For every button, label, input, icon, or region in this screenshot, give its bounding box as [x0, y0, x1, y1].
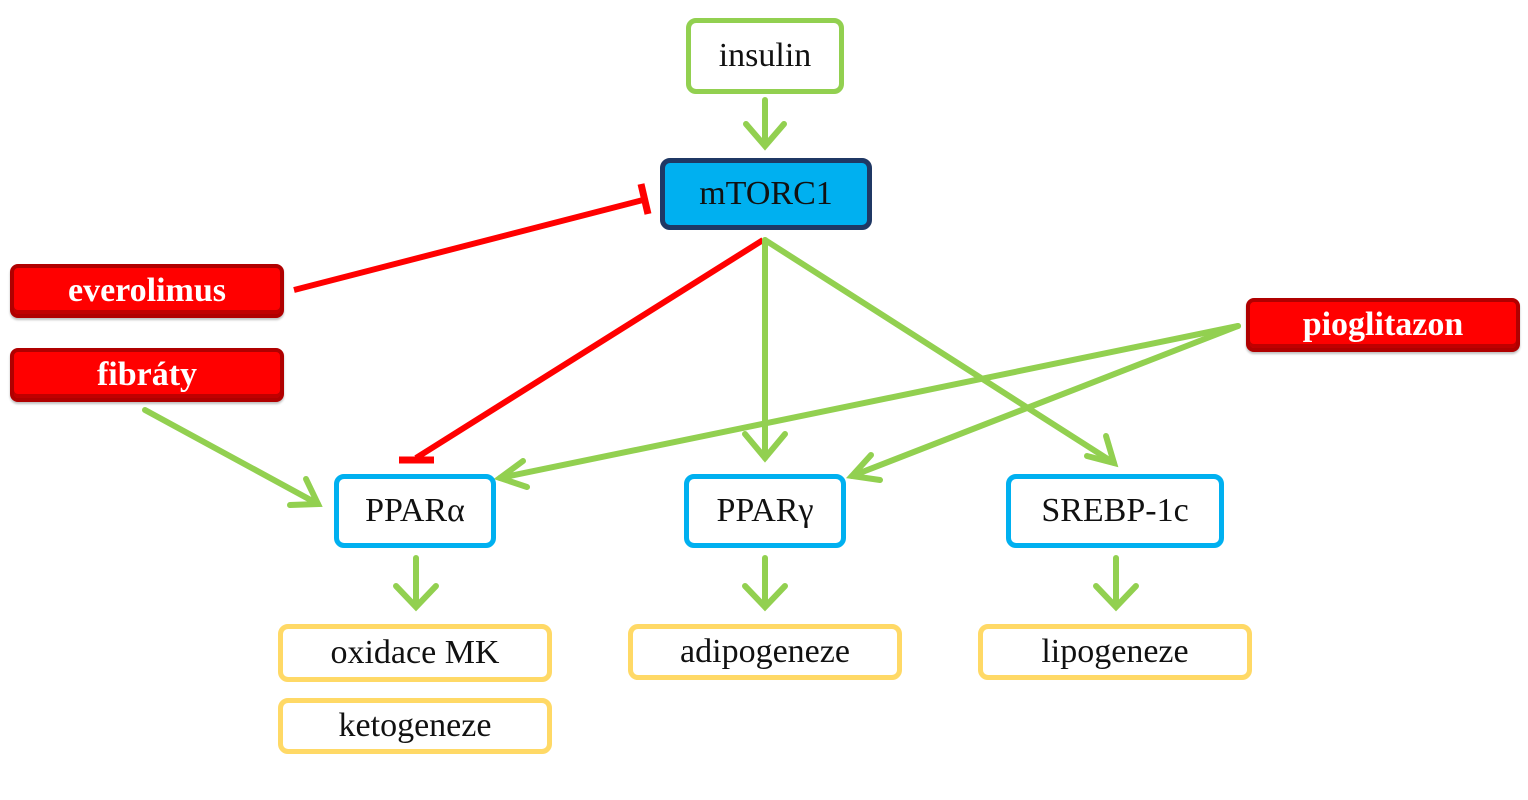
edge-mtorc1-ppar-alpha: [399, 237, 765, 464]
edge-insulin-mtorc1: [743, 97, 787, 151]
edge-ppar-gamma-adipogeneze: [742, 555, 788, 612]
edge-srebp1c-lipogeneze: [1093, 555, 1139, 612]
node-pioglitazon: pioglitazon: [1246, 298, 1520, 352]
node-fibraty: fibráty: [10, 348, 284, 402]
node-adipogeneze: adipogeneze: [628, 624, 902, 680]
edge-mtorc1-srebp1c: [762, 237, 1119, 468]
node-srebp1c: SREBP-1c: [1006, 474, 1224, 548]
node-oxidace-mk: oxidace MK: [278, 624, 552, 682]
node-insulin: insulin: [686, 18, 844, 94]
node-ppar-alpha: PPARα: [334, 474, 496, 548]
edge-pioglitazon-ppar-gamma: [845, 323, 1241, 483]
edge-everolimus-mtorc1: [293, 183, 652, 293]
edge-fibraty-ppar-alpha: [142, 407, 323, 508]
node-everolimus: everolimus: [10, 264, 284, 318]
edge-ppar-alpha-oxidace: [393, 555, 439, 612]
edge-pioglitazon-ppar-alpha: [493, 323, 1241, 490]
node-ppar-gamma: PPARγ: [684, 474, 846, 548]
node-mtorc1: mTORC1: [660, 158, 872, 230]
node-lipogeneze: lipogeneze: [978, 624, 1252, 680]
node-ketogeneze: ketogeneze: [278, 698, 552, 754]
